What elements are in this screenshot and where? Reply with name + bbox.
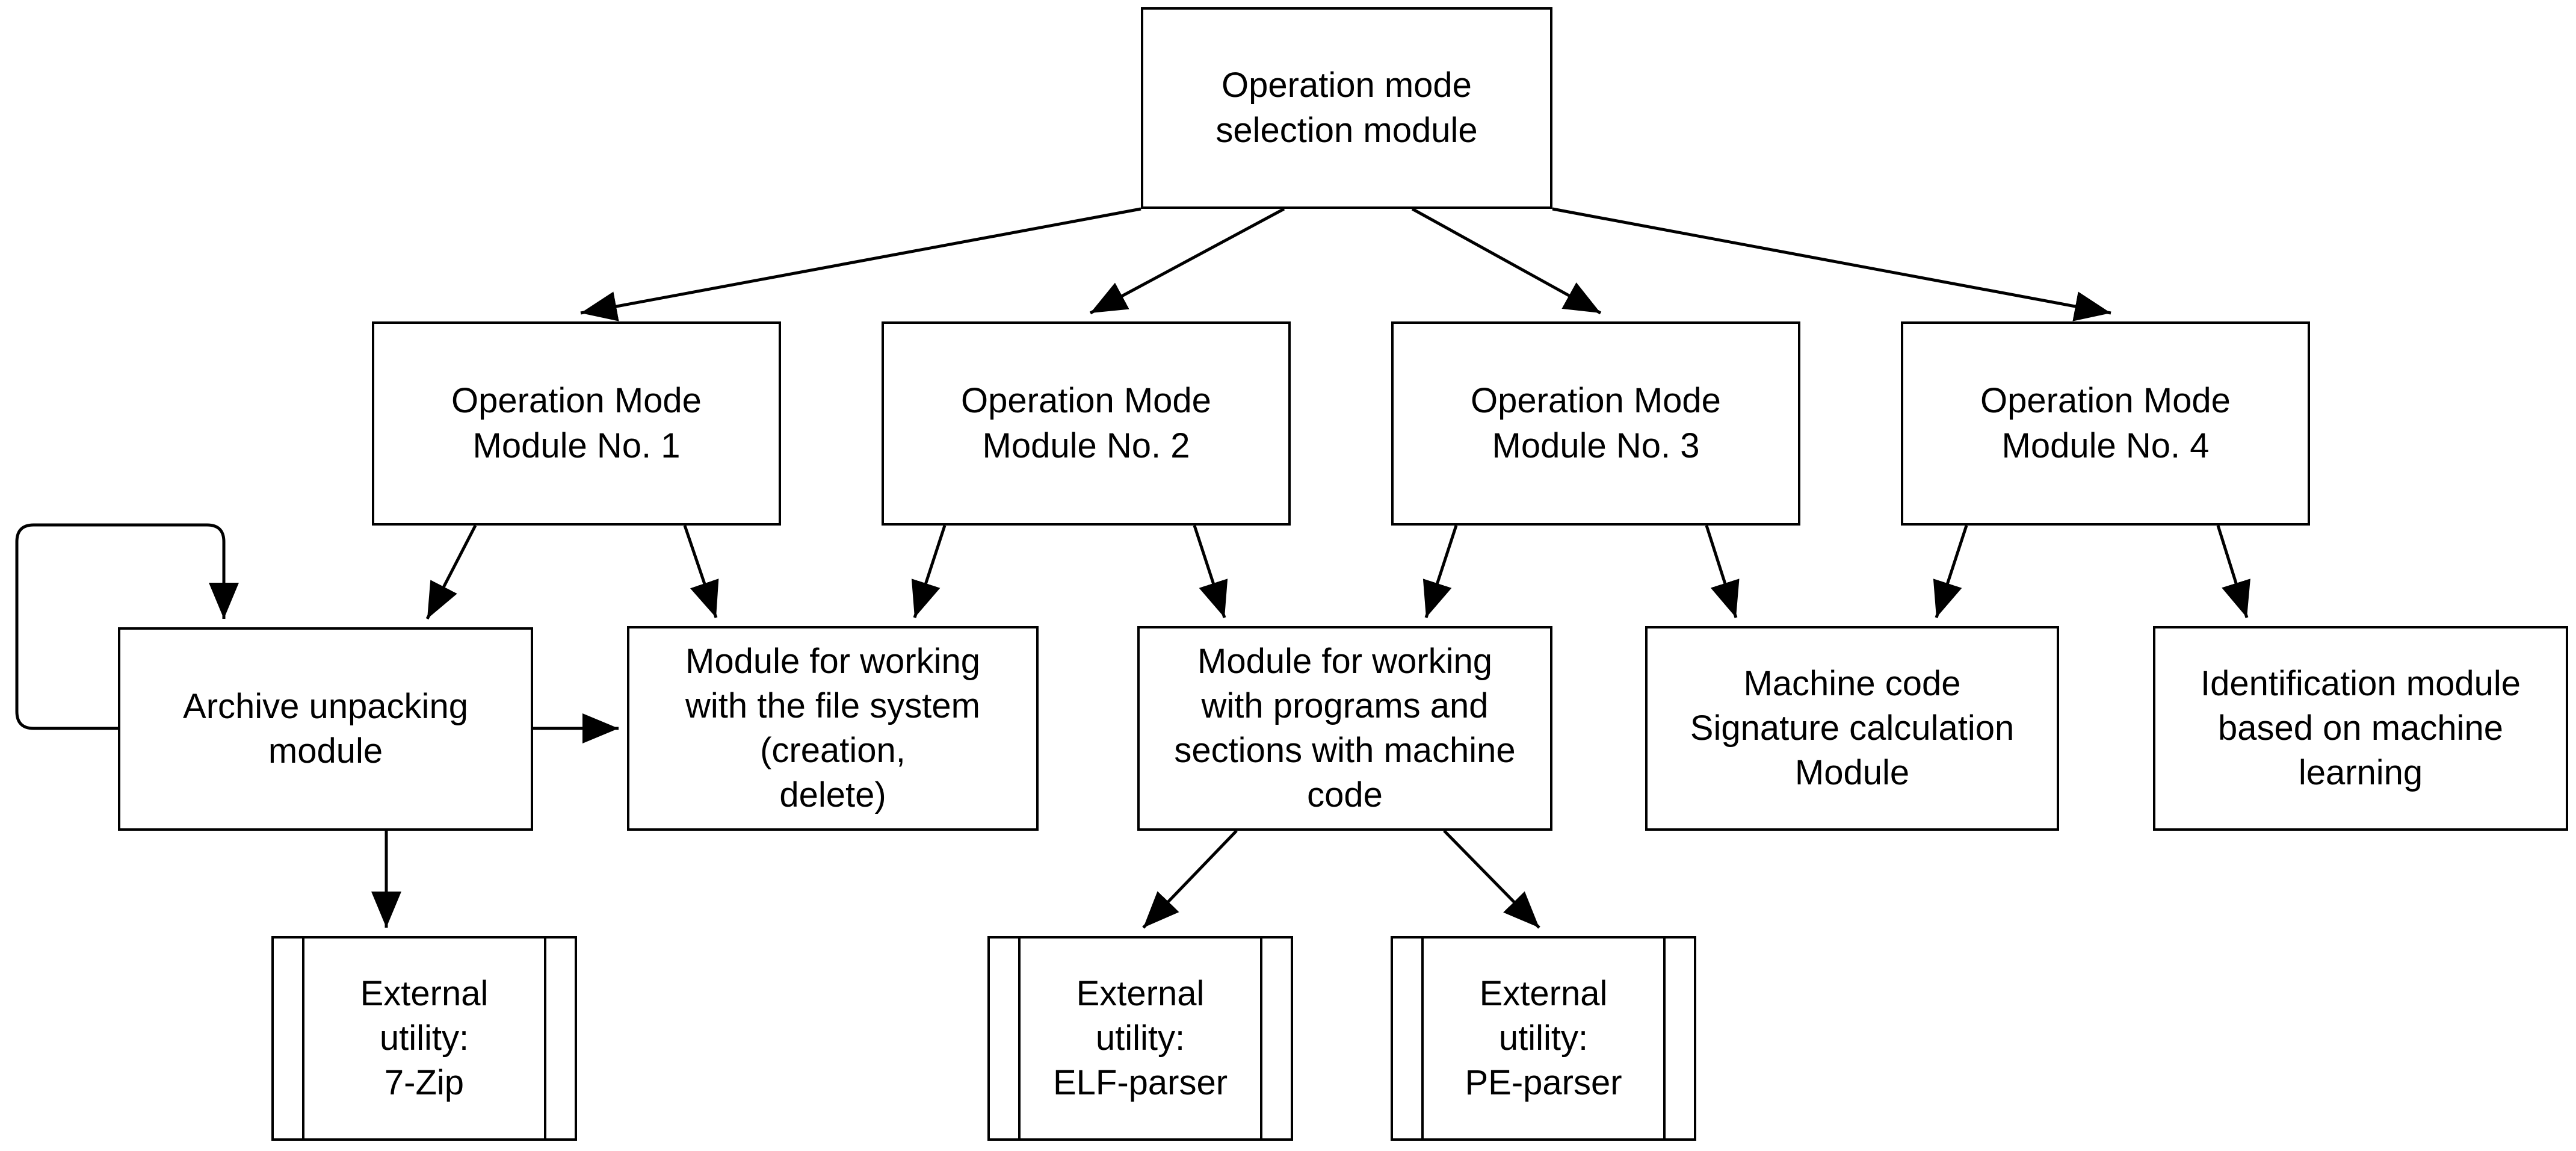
edge-root-to-mode4 [1552, 207, 2111, 321]
edge-programs-to-utilpe [1443, 830, 1540, 929]
edge-mode2-to-filesystem [911, 525, 947, 618]
node-label: Module for working with the file system … [685, 641, 980, 815]
edge-mode1-to-archive [425, 524, 477, 620]
node-external-utility-7zip[interactable]: External utility: 7-Zip [271, 936, 577, 1141]
node-file-system-module[interactable]: Module for working with the file system … [627, 626, 1039, 831]
node-operation-mode-module-1[interactable]: Operation Mode Module No. 1 [372, 321, 781, 526]
node-label: Archive unpacking module [183, 686, 468, 771]
edge-programs-to-utilelf [1142, 830, 1238, 929]
edge-mode2-to-programs [1193, 525, 1228, 618]
node-operation-mode-selection-module[interactable]: Operation mode selection module [1141, 7, 1552, 209]
node-operation-mode-module-2[interactable]: Operation Mode Module No. 2 [882, 321, 1291, 526]
node-label: Operation Mode Module No. 2 [961, 381, 1211, 465]
node-label: Identification module based on machine l… [2201, 663, 2521, 793]
node-label: External utility: ELF-parser [1052, 973, 1228, 1103]
node-identification-module[interactable]: Identification module based on machine l… [2153, 626, 2568, 831]
node-label: Operation mode selection module [1215, 66, 1478, 150]
node-external-utility-pe-parser[interactable]: External utility: PE-parser [1391, 936, 1696, 1141]
node-archive-unpacking-module[interactable]: Archive unpacking module [118, 627, 533, 831]
node-signature-calculation-module[interactable]: Machine code Signature calculation Modul… [1645, 626, 2059, 831]
node-label: External utility: 7-Zip [360, 973, 489, 1103]
node-label: External utility: PE-parser [1465, 973, 1622, 1103]
edge-root-to-mode3 [1411, 207, 1602, 315]
edge-root-to-mode1 [580, 207, 1141, 321]
node-programs-machine-code-module[interactable]: Module for working with programs and sec… [1137, 626, 1552, 831]
node-label: Operation Mode Module No. 3 [1471, 381, 1721, 465]
node-label: Operation Mode Module No. 1 [451, 381, 702, 465]
node-label: Operation Mode Module No. 4 [1980, 381, 2231, 465]
edge-root-to-mode2 [1089, 207, 1285, 315]
edge-mode3-to-programs [1422, 525, 1458, 618]
edge-mode4-to-signature [1933, 525, 1968, 618]
node-label: Module for working with programs and sec… [1174, 641, 1516, 815]
edge-mode4-to-identification [2216, 525, 2250, 618]
edge-mode1-to-filesystem [683, 525, 719, 618]
edge-mode3-to-signature [1705, 525, 1740, 618]
node-label: Machine code Signature calculation Modul… [1690, 663, 2015, 793]
node-operation-mode-module-4[interactable]: Operation Mode Module No. 4 [1901, 321, 2310, 526]
node-operation-mode-module-3[interactable]: Operation Mode Module No. 3 [1391, 321, 1800, 526]
node-external-utility-elf-parser[interactable]: External utility: ELF-parser [987, 936, 1293, 1141]
